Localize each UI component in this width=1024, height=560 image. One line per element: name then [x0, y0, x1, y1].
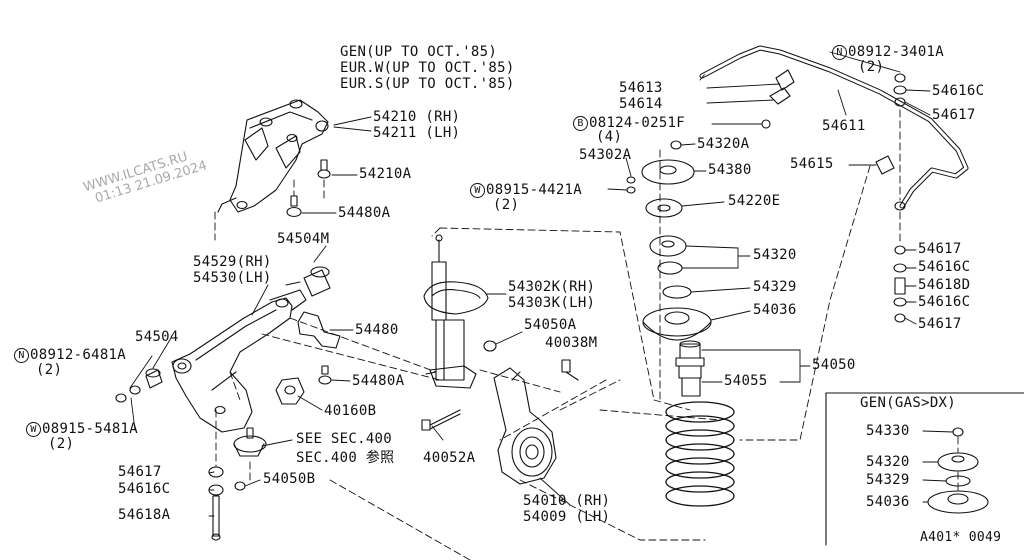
header-note-eur-w: EUR.W(UP TO OCT.'85) — [340, 60, 515, 76]
part-54616c-top[interactable]: 54616C — [932, 83, 985, 99]
bushings — [115, 266, 331, 403]
inset-frame — [825, 392, 1024, 546]
part-54504[interactable]: 54504 — [135, 329, 179, 345]
crossmember-bracket-illustration — [217, 99, 329, 213]
part-54616c-r2[interactable]: 54616C — [918, 294, 971, 310]
part-40038m[interactable]: 40038M — [545, 335, 598, 351]
part-54210a[interactable]: 54210A — [359, 166, 412, 182]
header-note-gen: GEN(UP TO OCT.'85) — [340, 44, 498, 60]
part-54613[interactable]: 54613 — [619, 80, 663, 96]
part-54616c-low[interactable]: 54616C — [118, 481, 171, 497]
part-54530[interactable]: 54530(LH) — [193, 270, 272, 286]
part-54320a[interactable]: 54320A — [697, 136, 750, 152]
part-54050b[interactable]: 54050B — [263, 471, 316, 487]
part-08915-5481a-qty: (2) — [48, 436, 75, 452]
bolt-40052A — [421, 409, 461, 431]
part-54615[interactable]: 54615 — [790, 156, 834, 172]
part-08912-6481a-label: 08912-6481A — [30, 347, 127, 363]
part-54210[interactable]: 54210 (RH) — [373, 109, 461, 125]
part-08915-4421a-label: 08915-4421A — [486, 182, 583, 198]
part-54614[interactable]: 54614 — [619, 96, 663, 112]
bracket-40160B — [275, 377, 305, 405]
part-54617-low[interactable]: 54617 — [118, 464, 162, 480]
part-54320[interactable]: 54320 — [753, 247, 797, 263]
bolt-40038M — [561, 359, 579, 381]
part-54618a[interactable]: 54618A — [118, 507, 171, 523]
part-54303k[interactable]: 54303K(LH) — [508, 295, 596, 311]
part-08912-3401a-qty: (2) — [858, 59, 885, 75]
part-54036[interactable]: 54036 — [753, 302, 797, 318]
part-54480a-top[interactable]: 54480A — [338, 205, 391, 221]
coil-spring — [665, 401, 735, 507]
part-08912-3401a-label: 08912-3401A — [848, 44, 945, 60]
part-54611[interactable]: 54611 — [822, 118, 866, 134]
w-marker-icon-2: W — [470, 183, 485, 198]
part-08124-0251f-label: 08124-0251F — [589, 115, 686, 131]
ball-joint — [233, 427, 267, 491]
n-marker-icon-2: N — [832, 45, 847, 60]
stabilizer-bar — [699, 45, 969, 209]
inset-part-54036[interactable]: 54036 — [866, 494, 910, 510]
see-sec-400[interactable]: SEE SEC.400 — [296, 431, 393, 447]
part-54302a[interactable]: 54302A — [579, 147, 632, 163]
part-40160b[interactable]: 40160B — [324, 403, 377, 419]
stabilizer-link-bottom — [893, 201, 907, 323]
part-54504m[interactable]: 54504M — [277, 231, 330, 247]
diagram-code: A401* 0049 — [920, 530, 1002, 545]
part-08912-6481a-qty: (2) — [36, 362, 63, 378]
inset-title: GEN(GAS>DX) — [860, 395, 957, 411]
header-note-eur-s: EUR.S(UP TO OCT.'85) — [340, 76, 515, 92]
leader-lines — [129, 51, 954, 517]
part-54050a[interactable]: 54050A — [524, 317, 577, 333]
knuckle-hub-illustration — [493, 367, 557, 485]
part-54617-r2[interactable]: 54617 — [918, 316, 962, 332]
b-marker-icon: B — [573, 116, 588, 131]
part-54480[interactable]: 54480 — [355, 322, 399, 338]
part-54220e[interactable]: 54220E — [728, 193, 781, 209]
part-54302k[interactable]: 54302K(RH) — [508, 279, 596, 295]
part-54380[interactable]: 54380 — [708, 162, 752, 178]
part-54618d[interactable]: 54618D — [918, 277, 971, 293]
sec-400-ref[interactable]: SEC.400 参照 — [296, 450, 395, 466]
inset-part-54320[interactable]: 54320 — [866, 454, 910, 470]
part-08915-4421a-qty: (2) — [493, 197, 520, 213]
w-marker-icon: W — [26, 422, 41, 437]
strut-illustration — [423, 234, 497, 389]
dashed-assembly-lines — [214, 73, 959, 560]
part-54617-r1[interactable]: 54617 — [918, 241, 962, 257]
part-08124-0251f-qty: (4) — [596, 129, 623, 145]
part-40052a[interactable]: 40052A — [423, 450, 476, 466]
n-marker-icon: N — [14, 348, 29, 363]
part-54616c-r1[interactable]: 54616C — [918, 259, 971, 275]
part-54055[interactable]: 54055 — [724, 373, 768, 389]
inset-part-54329[interactable]: 54329 — [866, 472, 910, 488]
clamp-illustration — [297, 311, 341, 385]
bump-stop-boot — [675, 340, 705, 397]
inset-part-54330[interactable]: 54330 — [866, 423, 910, 439]
part-54050[interactable]: 54050 — [812, 357, 856, 373]
part-08915-5481a-label: 08915-5481A — [42, 421, 139, 437]
part-54617-top[interactable]: 54617 — [932, 107, 976, 123]
part-54529[interactable]: 54529(RH) — [193, 254, 272, 270]
control-arm-illustration — [171, 289, 307, 433]
part-54211[interactable]: 54211 (LH) — [373, 125, 461, 141]
part-54009[interactable]: 54009 (LH) — [523, 509, 611, 525]
part-54329[interactable]: 54329 — [753, 279, 797, 295]
bracket-bolts — [286, 159, 331, 218]
lower-bolt-stack — [208, 466, 224, 541]
part-54010[interactable]: 54010 (RH) — [523, 493, 611, 509]
part-54480a-mid[interactable]: 54480A — [352, 373, 405, 389]
